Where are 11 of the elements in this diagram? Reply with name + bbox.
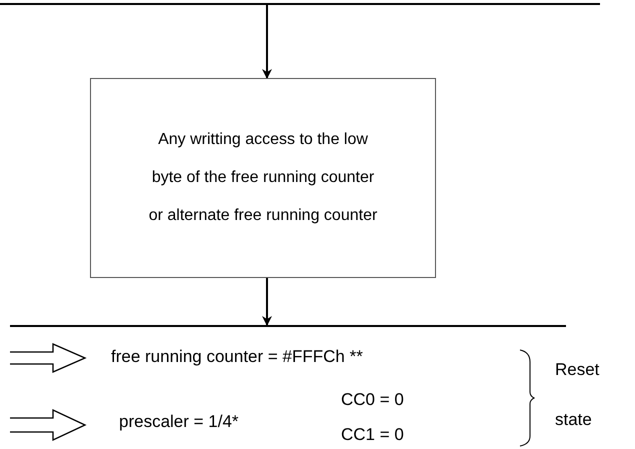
arrow	[262, 5, 272, 79]
box-text: Any writting access to the low byte of the free running counter or alternate free running counter	[148, 130, 378, 226]
register-value: CC1 = 0	[341, 425, 404, 445]
horizontal-rule	[10, 325, 566, 327]
state-label: Reset state	[555, 359, 600, 431]
register-value: free running counter = #FFFCh **	[111, 347, 363, 367]
arrow	[262, 278, 272, 326]
process-box	[90, 78, 436, 278]
register-value: prescaler = 1/4*	[119, 412, 239, 432]
register-value: CC0 = 0	[341, 390, 404, 410]
horizontal-rule	[0, 3, 600, 5]
